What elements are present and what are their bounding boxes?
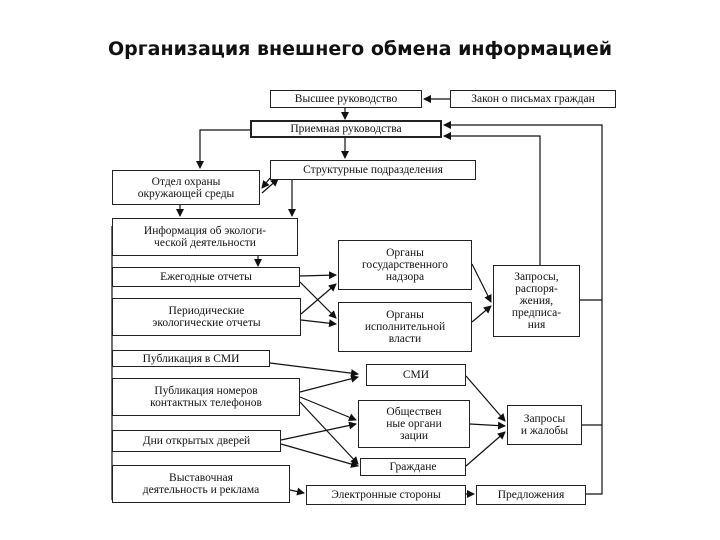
periodic-reports-box: Периодические экологические отчеты (112, 298, 301, 336)
arrow-periodic-to-exec (300, 319, 337, 328)
phone-publication-box: Публикация номеров контактных телефонов (112, 378, 300, 416)
arrow-exec-to-requests (471, 305, 492, 323)
arrow-media-to-complaints (465, 375, 506, 422)
arrow-opendays-to-public (280, 421, 357, 441)
media-publication-box: Публикация в СМИ (112, 350, 270, 367)
annual-reports-box: Ежегодные отчеты (112, 267, 300, 287)
arrow-annual-to-exec (299, 281, 337, 319)
feedback-bus (443, 121, 603, 495)
eco-info-box: Информация об экологи- ческой деятельнос… (112, 218, 298, 256)
env-department-box: Отдел охраны окружающей среды (112, 170, 260, 205)
proposals-box: Предложения (476, 485, 586, 505)
public-orgs-box: Обществен ные органи зации (358, 400, 470, 448)
arrow-opendays-to-citizens (280, 443, 359, 468)
page-title: Организация внешнего обмена информацией (107, 38, 613, 60)
electronic-parties-box: Электронные стороны (306, 485, 466, 505)
arrow-phones-to-media (299, 374, 359, 393)
top-management-box: Высшее руководство (270, 90, 422, 108)
arrow-reception-to-env (196, 129, 250, 169)
arrow-env-to-units (261, 178, 279, 194)
arrow-bus-to-reception-top (443, 132, 541, 265)
arrow-phones-to-public (299, 396, 357, 422)
arrow-annual-to-state (299, 271, 337, 280)
state-supervision-box: Органы государственного надзора (338, 240, 472, 290)
reception-box: Приемная руководства (250, 120, 442, 138)
arrow-mediapub-to-media (269, 362, 359, 378)
arrow-periodic-to-state (300, 283, 337, 315)
structural-units-box: Структурные подразделения (270, 160, 476, 180)
exhibitions-box: Выставочная деятельность и реклама (112, 465, 290, 503)
arrow-public-to-complaints (469, 421, 506, 430)
arrow-citizens-to-complaints (465, 431, 506, 467)
citizens-box: Граждане (360, 458, 466, 476)
media-box: СМИ (366, 364, 466, 386)
citizens-law-box: Закон о письмах граждан (450, 90, 616, 108)
arrow-exhibitions-to-electronic (289, 487, 305, 496)
arrow-phones-to-citizens (299, 401, 359, 465)
requests-complaints-box: Запросы и жалобы (507, 405, 582, 445)
arrow-state-to-requests (471, 263, 492, 303)
executive-bodies-box: Органы исполнительной власти (338, 302, 472, 352)
arrow-units-to-env (261, 177, 271, 189)
open-days-box: Дни открытых дверей (112, 430, 281, 452)
requests-orders-box: Запросы, распоря- жения, предписа- ния (493, 265, 580, 337)
